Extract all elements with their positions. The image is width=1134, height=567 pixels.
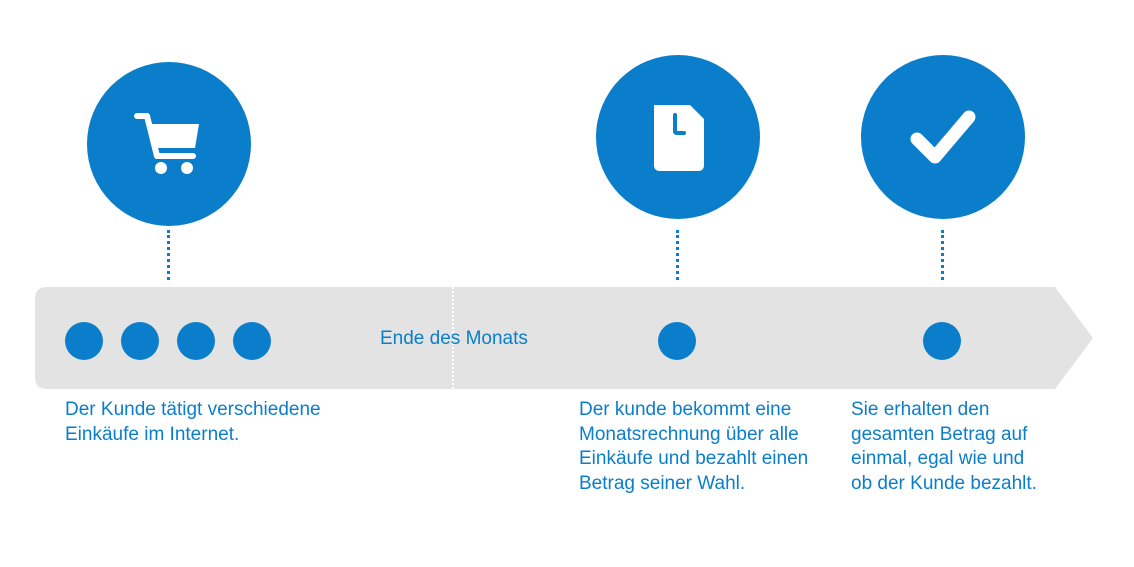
connector-2 xyxy=(676,230,679,280)
description-line: Der Kunde tätigt verschiedene xyxy=(65,399,321,420)
checkmark-icon xyxy=(910,110,976,164)
timeline-dot xyxy=(65,322,103,360)
timeline-dot xyxy=(923,322,961,360)
description-line: gesamten Betrag auf xyxy=(851,423,1028,445)
timeline-dot xyxy=(177,322,215,360)
description-line: Sie erhalten den xyxy=(851,399,990,420)
step-1-description: Der Kunde tätigt verschiedene Einkäufe i… xyxy=(65,398,321,447)
description-line: einmal, egal wie und xyxy=(851,448,1025,469)
description-line: Betrag seiner Wahl. xyxy=(579,472,746,494)
step-3-description: Sie erhalten den gesamten Betrag auf ein… xyxy=(851,398,1037,496)
connector-1 xyxy=(167,230,170,280)
step-2-description: Der kunde bekommt eine Monatsrechnung üb… xyxy=(579,398,808,496)
description-line: Einkäufe und bezahlt einen xyxy=(579,448,809,469)
timeline-dot xyxy=(658,322,696,360)
description-line: Einkäufe im Internet. xyxy=(65,423,240,445)
connector-3 xyxy=(941,230,944,280)
shopping-cart-icon xyxy=(134,113,199,174)
description-line: Monatsrechnung über alle xyxy=(579,423,799,445)
document-icon xyxy=(654,105,704,171)
month-divider xyxy=(452,287,454,389)
timeline-dot xyxy=(121,322,159,360)
description-line: Der kunde bekommt eine xyxy=(579,399,792,420)
timeline-dot xyxy=(233,322,271,360)
step-3-circle xyxy=(861,55,1025,219)
description-line: ob der Kunde bezahlt. xyxy=(851,472,1037,494)
step-1-circle xyxy=(87,62,251,226)
month-end-label: Ende des Monats xyxy=(380,328,528,349)
step-2-circle xyxy=(596,55,760,219)
timeline-arrow xyxy=(35,287,1093,389)
